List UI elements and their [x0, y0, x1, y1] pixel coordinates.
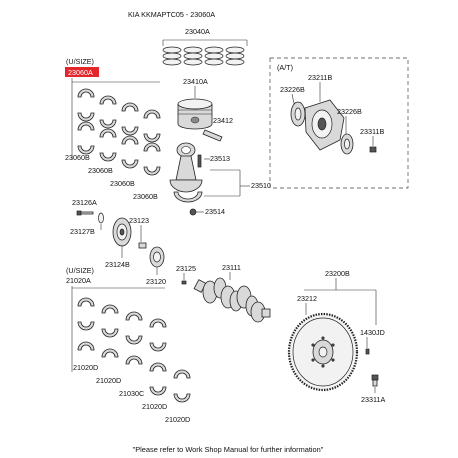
- crank-sprocket[interactable]: [149, 246, 165, 268]
- label-23514[interactable]: 23514: [205, 207, 225, 216]
- label-23124b[interactable]: 23124B: [105, 260, 130, 269]
- label-23513[interactable]: 23513: [210, 154, 230, 163]
- label-23410a[interactable]: 23410A: [183, 77, 208, 86]
- piston-ring-set[interactable]: [162, 46, 245, 66]
- piston-pin[interactable]: [202, 129, 223, 142]
- piston-ring-2: [183, 46, 203, 66]
- main-bearing-row-1: [77, 297, 167, 328]
- label-23311b[interactable]: 23311B: [360, 127, 384, 136]
- footer-note: "Please refer to Work Shop Manual for fu…: [133, 445, 324, 454]
- flywheel-bolt[interactable]: [371, 374, 379, 387]
- label-21020d-3[interactable]: 21020D: [142, 402, 167, 411]
- crankshaft[interactable]: [193, 277, 271, 323]
- label-1430jd[interactable]: 1430JD: [360, 328, 385, 337]
- piston-ring-3: [204, 46, 224, 66]
- label-23040a[interactable]: 23040A: [185, 27, 210, 36]
- drive-plate-adapter[interactable]: [290, 101, 306, 127]
- crank-pulley[interactable]: [112, 217, 132, 247]
- main-bearing-set[interactable]: [77, 297, 191, 403]
- drive-plate-hub[interactable]: [304, 99, 345, 151]
- label-23412[interactable]: 23412: [213, 116, 233, 125]
- drive-plate-bolt[interactable]: [369, 146, 377, 153]
- main-bearing-row-2: [77, 321, 167, 352]
- label-23060b-4[interactable]: 23060B: [133, 192, 158, 201]
- label-21030c[interactable]: 21030C: [119, 389, 144, 398]
- flywheel[interactable]: [287, 312, 359, 392]
- label-21020d-1[interactable]: 21020D: [73, 363, 98, 372]
- label-23200b[interactable]: 23200B: [325, 269, 350, 278]
- label-23123[interactable]: 23123: [129, 216, 149, 225]
- label-23212[interactable]: 23212: [297, 294, 317, 303]
- label-23111[interactable]: 23111: [222, 263, 241, 272]
- conrod-bolt[interactable]: [197, 154, 202, 168]
- label-23510[interactable]: 23510: [251, 181, 271, 190]
- highlight-box-23060a: [65, 67, 99, 77]
- bearing-row-1: [77, 88, 161, 119]
- label-23060b-2[interactable]: 23060B: [88, 166, 113, 175]
- label-23126a[interactable]: 23126A: [72, 198, 97, 207]
- crank-bolt[interactable]: [76, 210, 94, 216]
- label-usize-top: (U/SIZE): [66, 57, 94, 66]
- washer[interactable]: [98, 212, 104, 224]
- label-23127b[interactable]: 23127B: [70, 227, 95, 236]
- label-23060a-highlighted[interactable]: 23060A: [68, 68, 93, 77]
- bearing-row-2: [77, 112, 161, 143]
- key[interactable]: [138, 242, 147, 249]
- label-21020d-2[interactable]: 21020D: [96, 376, 121, 385]
- piston-ring-4: [225, 46, 245, 66]
- connecting-rod[interactable]: [169, 142, 203, 203]
- label-at: (A/T): [277, 63, 293, 72]
- label-23120[interactable]: 23120: [146, 277, 166, 286]
- label-23311a[interactable]: 23311A: [361, 395, 385, 404]
- piston[interactable]: [177, 98, 213, 130]
- label-21020a[interactable]: 21020A: [66, 276, 91, 285]
- label-23125[interactable]: 23125: [176, 264, 196, 273]
- bearing-row-4: [77, 145, 161, 176]
- label-23060b-1[interactable]: 23060B: [65, 153, 90, 162]
- label-usize-bottom: (U/SIZE): [66, 266, 94, 275]
- bearing-row-3: [77, 121, 161, 152]
- label-21020d-4[interactable]: 21020D: [165, 415, 190, 424]
- woodruff-key[interactable]: [181, 280, 187, 285]
- conrod-nut[interactable]: [189, 208, 197, 216]
- label-23211b[interactable]: 23211B: [308, 73, 332, 82]
- drive-plate-spacer[interactable]: [340, 133, 354, 155]
- label-23060b-3[interactable]: 23060B: [110, 179, 135, 188]
- main-bearing-row-4: [149, 386, 191, 403]
- label-23226b-right[interactable]: 23226B: [337, 107, 362, 116]
- piston-ring-1: [162, 46, 182, 66]
- conrod-bearing-set[interactable]: [77, 88, 161, 176]
- main-bearing-row-3: [77, 341, 191, 379]
- dowel-pin[interactable]: [365, 348, 370, 355]
- at-option-box: [269, 57, 409, 189]
- diagram-title: KIA KKMAPTC05 - 23060A: [128, 10, 215, 19]
- label-23226b-left[interactable]: 23226B: [280, 85, 305, 94]
